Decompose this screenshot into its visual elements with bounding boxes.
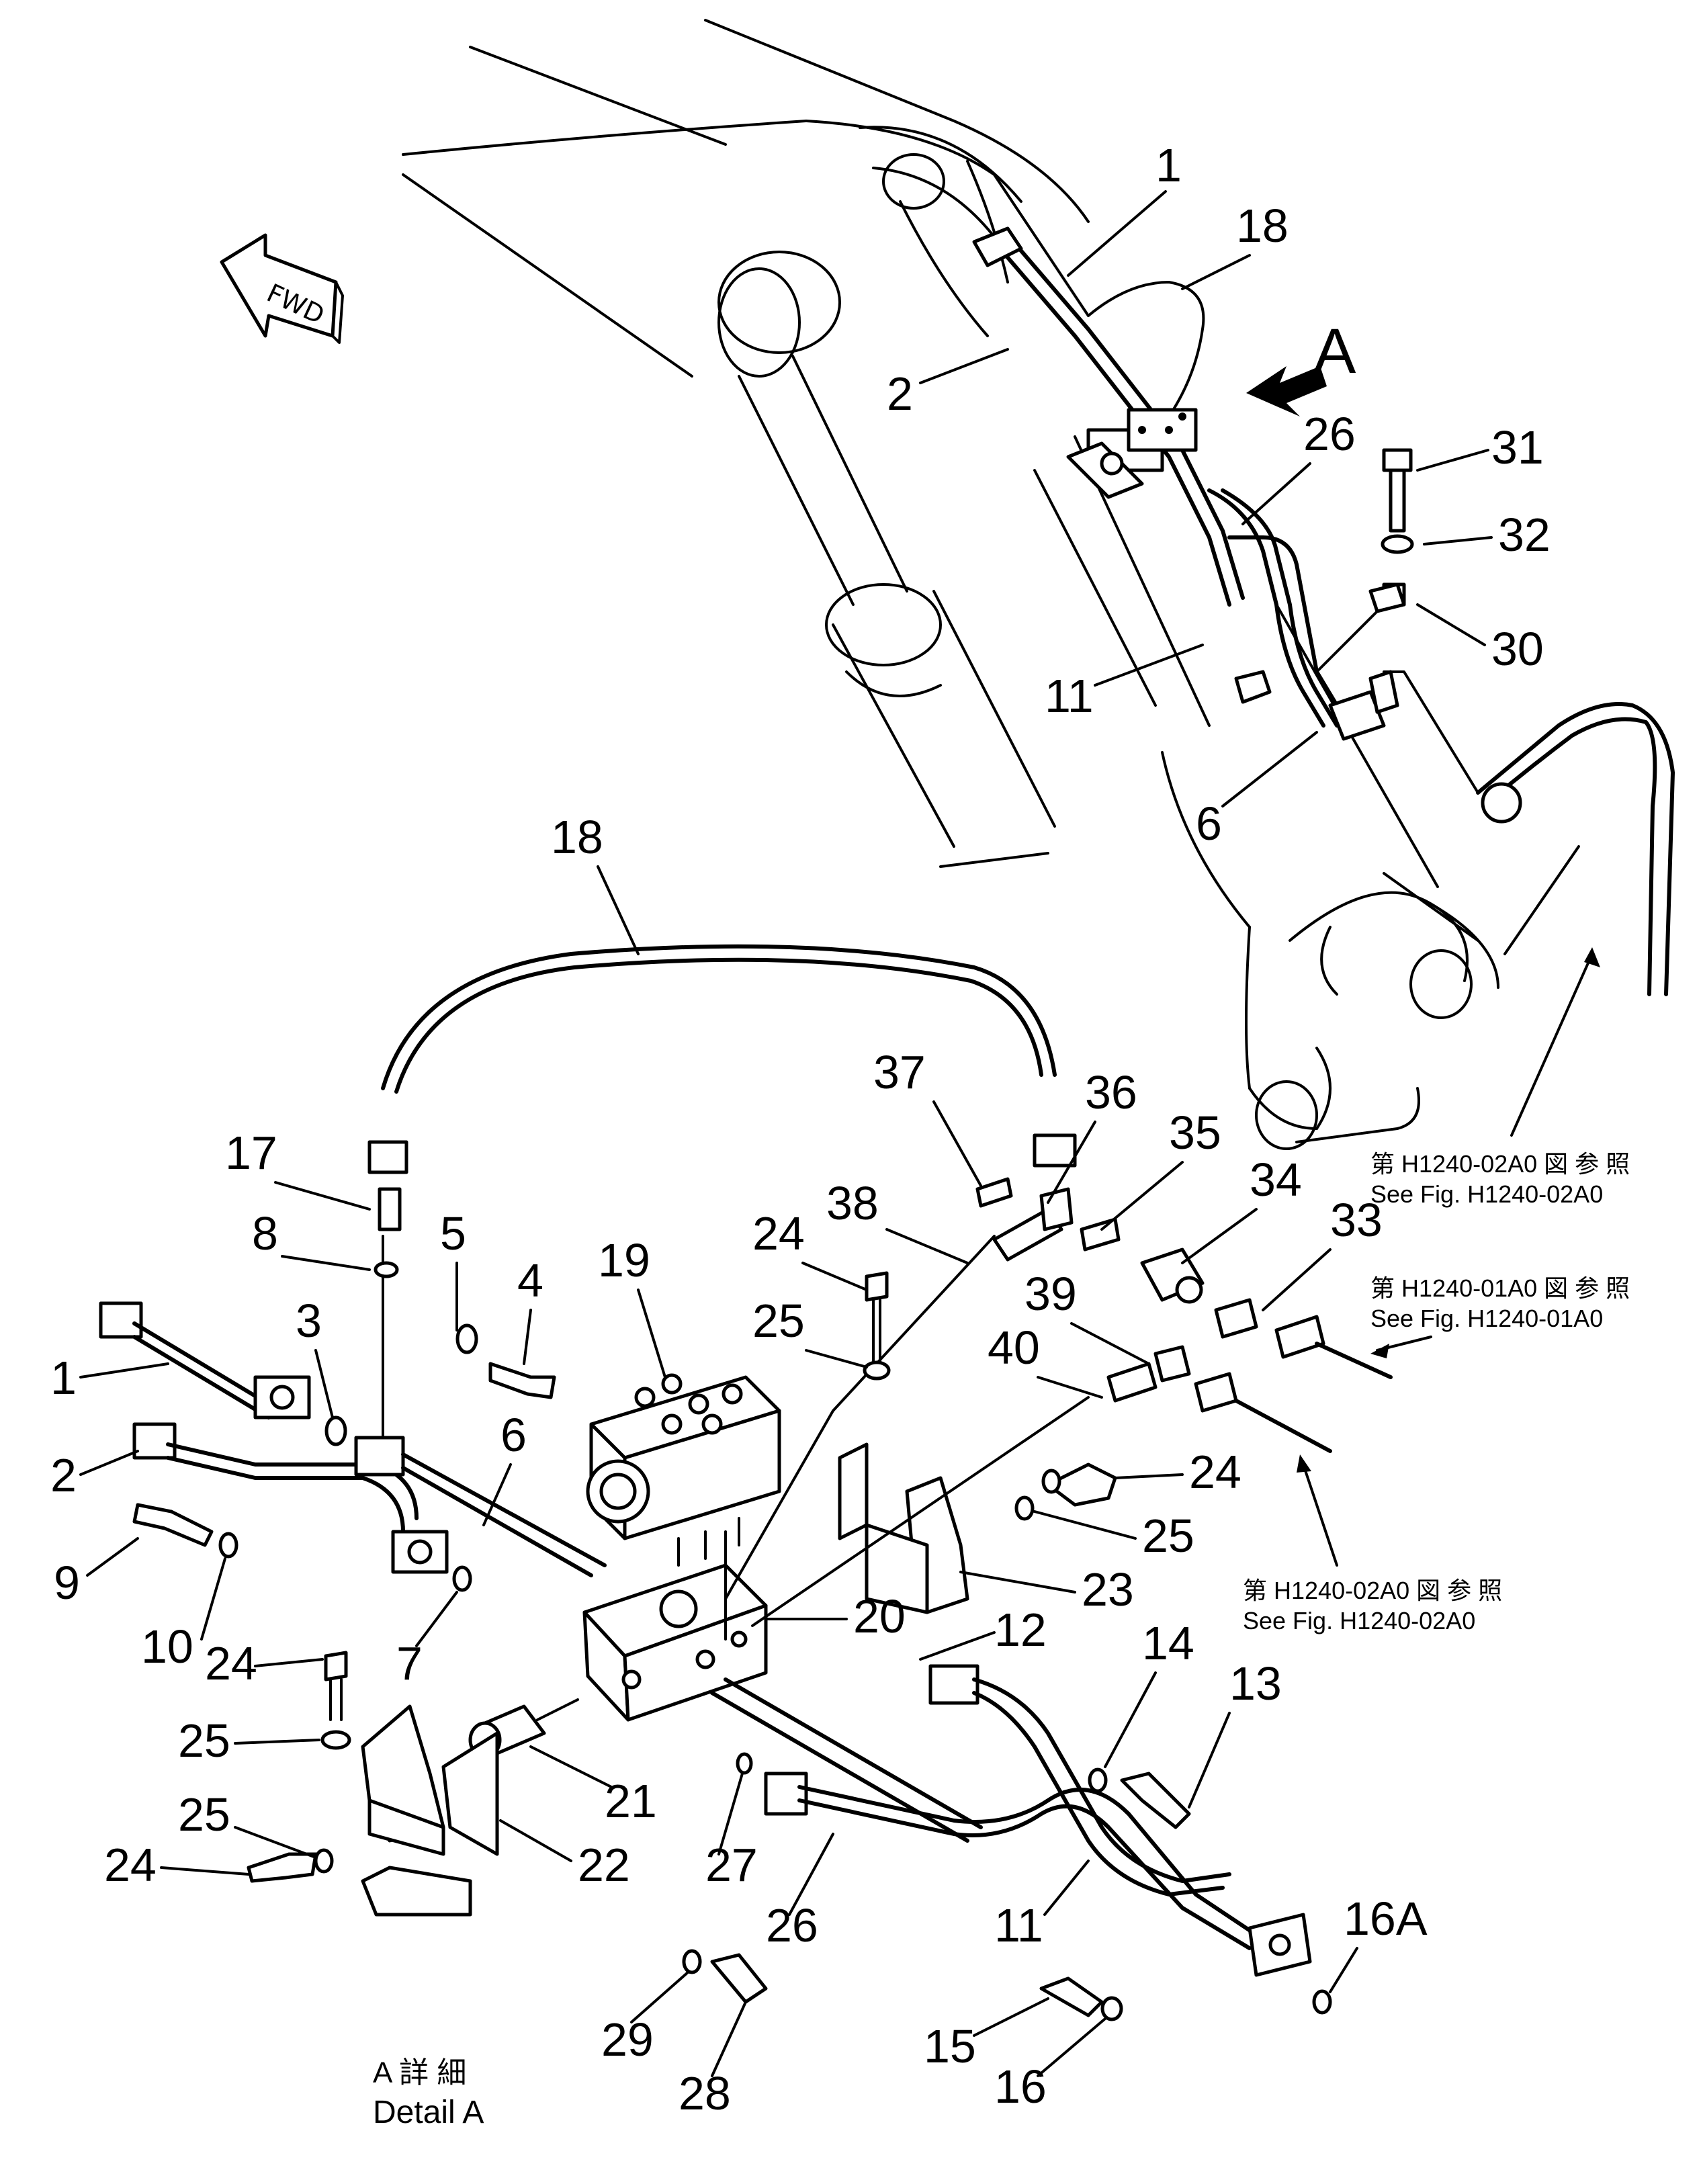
callout-25-d: 25 [178,1788,230,1841]
callout-22: 22 [578,1839,630,1891]
callout-11-detail: 11 [994,1899,1043,1952]
callout-15: 15 [924,2020,976,2072]
callout-25-a: 25 [752,1295,805,1347]
upper-callouts: 1 18 2 26 31 32 30 11 6 [887,139,1551,850]
ref-bottom-en: See Fig. H1240-02A0 [1243,1607,1475,1634]
callout-6-detail: 6 [500,1409,527,1461]
ref-top-jp: 第 H1240-02A0 図 参 照 [1370,1150,1630,1178]
callout-5: 5 [440,1207,466,1260]
callout-4: 4 [517,1254,543,1307]
callout-9: 9 [54,1557,80,1609]
detail-caption-en: Detail A [373,2095,484,2130]
callout-37: 37 [873,1046,926,1098]
callout-24-d: 24 [104,1839,157,1891]
callout-32: 32 [1498,509,1551,561]
callout-8: 8 [252,1207,278,1260]
callout-40: 40 [988,1321,1040,1374]
view-a-arrow-icon: A [1246,316,1356,417]
callout-1-detail: 1 [50,1352,77,1404]
callout-23: 23 [1082,1563,1134,1616]
callout-25-c: 25 [178,1714,230,1767]
callout-11-upper: 11 [1045,670,1094,722]
callout-24-c: 24 [205,1637,257,1690]
callout-19: 19 [598,1234,650,1286]
callout-16: 16 [994,2060,1047,2113]
callout-30: 30 [1491,623,1544,675]
callout-16a: 16A [1344,1892,1428,1945]
callout-33: 33 [1330,1194,1383,1246]
ref-top-en: See Fig. H1240-02A0 [1370,1180,1603,1208]
callout-24-b: 24 [1189,1446,1241,1498]
callout-34: 34 [1250,1153,1302,1206]
callout-28: 28 [679,2067,731,2120]
ref-bottom-jp: 第 H1240-02A0 図 参 照 [1243,1577,1502,1604]
callout-20: 20 [853,1590,906,1643]
callout-2-detail: 2 [50,1449,77,1501]
callout-6-upper: 6 [1196,797,1222,850]
callout-29: 29 [601,2013,654,2066]
detail-a-drawing [99,944,1393,2021]
callout-39: 39 [1024,1268,1077,1320]
callout-3: 3 [296,1295,322,1347]
callout-31: 31 [1491,421,1544,474]
detail-callouts: 18 37 36 35 34 33 17 38 24 19 8 5 4 39 2… [50,811,1428,2120]
callout-2-upper: 2 [887,367,913,420]
detail-caption: A 詳 細 Detail A [373,2056,484,2130]
callout-38: 38 [826,1177,879,1229]
callout-27: 27 [705,1839,758,1891]
callout-35: 35 [1169,1106,1221,1159]
callout-14: 14 [1142,1617,1194,1669]
callout-12: 12 [994,1604,1047,1656]
callout-24-a: 24 [752,1207,805,1260]
callout-1-upper: 1 [1155,139,1182,191]
callout-21: 21 [605,1775,657,1827]
callout-36: 36 [1085,1066,1137,1119]
callout-26-upper: 26 [1303,408,1356,460]
fwd-arrow-icon: FWD [220,233,344,344]
callout-10: 10 [141,1620,193,1673]
ref-mid-jp: 第 H1240-01A0 図 参 照 [1370,1274,1630,1302]
detail-caption-jp: A 詳 細 [373,2056,466,2089]
ref-mid-en: See Fig. H1240-01A0 [1370,1305,1603,1332]
callout-17: 17 [225,1127,277,1179]
callout-18-detail: 18 [551,811,603,863]
callout-13: 13 [1229,1657,1282,1710]
boom-arm-outline [402,19,1499,1150]
view-a-letter: A [1313,316,1356,387]
reference-notes: 第 H1240-02A0 図 参 照 See Fig. H1240-02A0 第… [1243,947,1630,1634]
callout-25-b: 25 [1142,1510,1194,1562]
callout-18-upper: 18 [1236,200,1289,252]
